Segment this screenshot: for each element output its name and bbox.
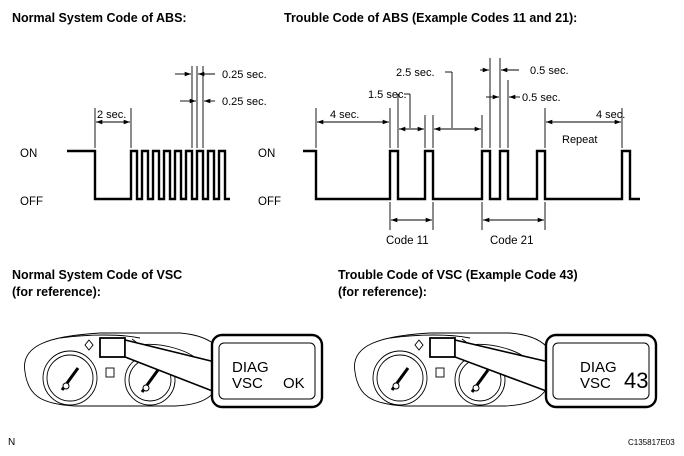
vsc-normal-meter-display-window [99, 337, 126, 358]
abs-trouble-waveform [303, 149, 640, 201]
vsc-normal-display-line2: VSC [232, 375, 263, 392]
abs-normal-025-top-label: 0.25 sec. [222, 69, 267, 81]
abs-trouble-code21-label: Code 21 [490, 235, 533, 247]
abs-trouble-title: Trouble Code of ABS (Example Codes 11 an… [284, 11, 577, 25]
vsc-normal-left-gauge [42, 350, 98, 406]
abs-normal-title: Normal System Code of ABS: [12, 11, 187, 25]
vsc-normal-callout-screen [218, 342, 316, 400]
vsc-trouble-meter-hood-line [389, 334, 471, 339]
vsc-trouble-left-gauge-inner [376, 354, 424, 402]
abs-trouble-05-bottom-label: 0.5 sec. [522, 92, 561, 104]
vsc-trouble-indicator-lamp [435, 367, 445, 378]
abs-normal-off-label: OFF [20, 196, 43, 208]
vsc-trouble-turn-left-icon [414, 339, 424, 351]
vsc-normal-title-line1: Normal System Code of VSC [12, 268, 182, 282]
abs-normal-025-bottom-label: 0.25 sec. [222, 96, 267, 108]
abs-trouble-on-label: ON [258, 148, 275, 160]
footer-left-mark: N [8, 437, 15, 448]
abs-normal-2sec-label: 2 sec. [97, 109, 126, 121]
abs-trouble-repeat-label: Repeat [562, 134, 597, 146]
vsc-normal-section: Normal System Code of VSC (for reference… [12, 268, 324, 409]
abs-normal-on-label: ON [20, 148, 37, 160]
vsc-trouble-display-line2: VSC [580, 375, 611, 392]
abs-trouble-4sec-right-label: 4 sec. [596, 109, 625, 121]
abs-trouble-15sec-label: 1.5 sec. [368, 89, 407, 101]
vsc-normal-callout-pointer [124, 338, 216, 394]
vsc-trouble-callout-screen [552, 342, 650, 400]
abs-trouble-4sec-left-label: 4 sec. [330, 109, 359, 121]
vsc-normal-display-line1: DIAG [232, 359, 269, 376]
vsc-normal-turn-left-icon [84, 339, 94, 351]
vsc-normal-left-gauge-inner [46, 354, 94, 402]
vsc-normal-meter-hood-line [59, 334, 141, 339]
vsc-normal-display-code: OK [283, 375, 305, 392]
vsc-trouble-display-line1: DIAG [580, 359, 617, 376]
vsc-trouble-section: Trouble Code of VSC (Example Code 43) (f… [338, 268, 658, 409]
vsc-trouble-title-line2: (for reference): [338, 285, 427, 299]
vsc-trouble-left-needle-hub [392, 382, 400, 390]
abs-normal-section: Normal System Code of ABS: ON OFF 2 sec.… [12, 11, 267, 208]
abs-trouble-05-top-label: 0.5 sec. [530, 65, 569, 77]
vsc-normal-title-line2: (for reference): [12, 285, 101, 299]
vsc-trouble-meter-display-window [429, 337, 456, 358]
vsc-trouble-display-code: 43 [624, 368, 648, 393]
vsc-normal-left-needle-hub [62, 382, 70, 390]
vsc-trouble-title-line1: Trouble Code of VSC (Example Code 43) [338, 268, 578, 282]
vsc-normal-indicator-lamp [105, 367, 115, 378]
abs-normal-waveform [67, 149, 230, 201]
footer-figure-id: C135817E03 [628, 438, 675, 447]
vsc-trouble-left-gauge [372, 350, 428, 406]
vsc-normal-right-needle-hub [142, 384, 150, 392]
abs-trouble-code11-label: Code 11 [386, 235, 429, 247]
abs-trouble-section: Trouble Code of ABS (Example Codes 11 an… [258, 11, 640, 247]
abs-trouble-25sec-label: 2.5 sec. [396, 67, 435, 79]
vsc-trouble-right-needle-hub [472, 384, 480, 392]
abs-trouble-off-label: OFF [258, 196, 281, 208]
